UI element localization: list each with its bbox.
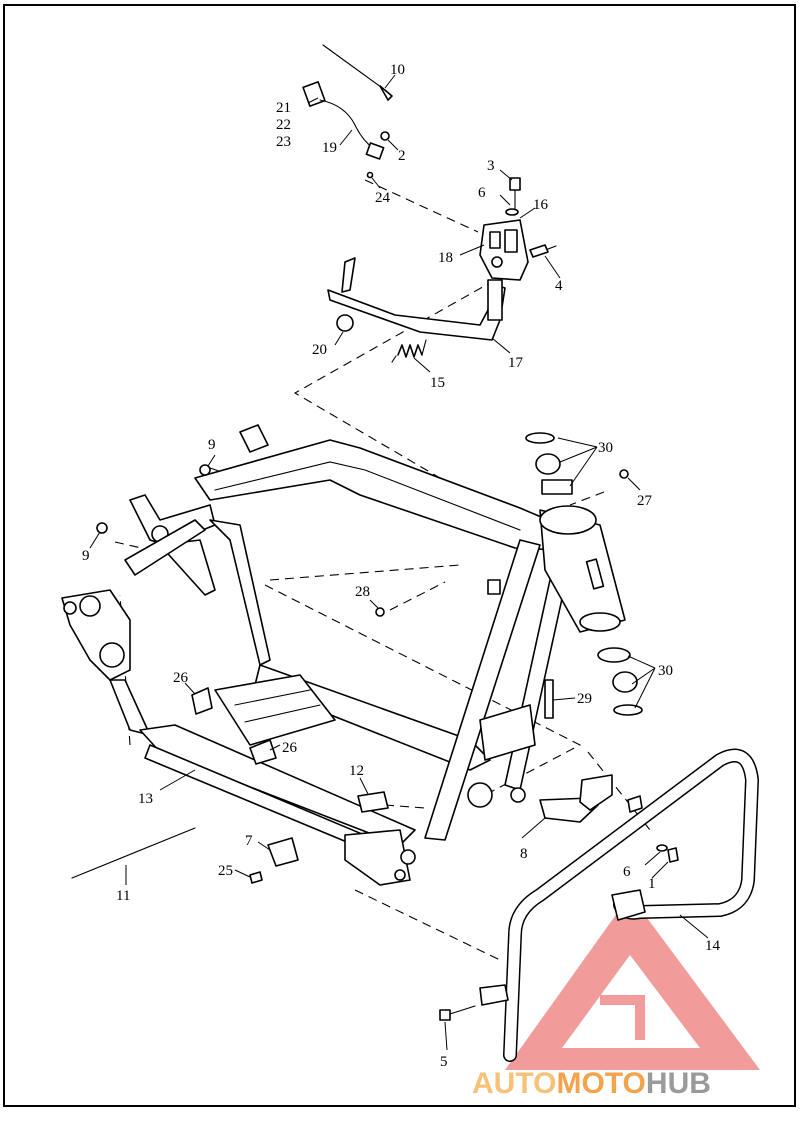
callout-17: 17	[508, 355, 524, 371]
callout-24: 24	[375, 190, 391, 206]
leader-lines	[89, 74, 709, 1051]
sensor-assembly	[302, 44, 393, 179]
engine-guard	[439, 748, 759, 1062]
watermark-logo	[505, 895, 760, 1070]
callout-22: 22	[276, 117, 291, 133]
callout-15: 15	[430, 375, 445, 391]
watermark-text: AUTOMOTOHUB	[472, 1067, 711, 1100]
callout-30-bottom: 30	[658, 663, 673, 679]
diagram-border	[3, 4, 796, 1107]
jiffy-stand-leg	[327, 257, 506, 363]
watermark-moto: MOTO	[556, 1067, 645, 1100]
svg-text:AUTOMOTOHUB: AUTOMOTOHUB	[472, 1067, 711, 1100]
watermark-hub: HUB	[646, 1067, 711, 1100]
wire	[71, 827, 196, 879]
motorcycle-frame	[61, 424, 626, 886]
callout-26-upper: 26	[173, 670, 189, 686]
callout-26-lower: 26	[282, 740, 298, 756]
steering-bearings	[525, 432, 643, 719]
callout-13: 13	[138, 791, 153, 807]
callout-8: 8	[520, 846, 528, 862]
callout-18: 18	[438, 250, 453, 266]
clamps	[191, 687, 613, 884]
callout-6-top: 6	[478, 185, 486, 201]
callout-11: 11	[116, 888, 130, 904]
callout-16: 16	[533, 197, 549, 213]
callout-21: 21	[276, 100, 291, 116]
callout-25: 25	[218, 863, 233, 879]
callout-20: 20	[312, 342, 327, 358]
callout-29: 29	[577, 691, 592, 707]
callout-10: 10	[390, 62, 405, 78]
callout-9-upper: 9	[208, 437, 216, 453]
callout-23: 23	[276, 134, 291, 150]
callout-7: 7	[245, 833, 253, 849]
watermark-auto: AUTO	[472, 1067, 556, 1100]
callout-3: 3	[487, 158, 495, 174]
callout-28: 28	[355, 584, 370, 600]
callout-14: 14	[705, 938, 721, 954]
callout-6-bottom: 6	[623, 864, 631, 880]
watermark-triangle	[505, 895, 760, 1070]
callout-labels: 10 21 22 23 19 2 24 3 6 16 18 4 20 17 15…	[82, 62, 721, 1070]
callout-30-top: 30	[598, 440, 613, 456]
jiffy-stand-bracket	[479, 177, 557, 281]
callout-27: 27	[637, 493, 653, 509]
callout-19: 19	[322, 140, 337, 156]
callout-9-lower: 9	[82, 548, 90, 564]
callout-1: 1	[648, 876, 656, 892]
callout-12: 12	[349, 763, 364, 779]
callout-2: 2	[398, 148, 406, 164]
watermark-triangle-inner	[600, 995, 645, 1040]
callout-5: 5	[440, 1054, 448, 1070]
callout-4: 4	[555, 278, 563, 294]
